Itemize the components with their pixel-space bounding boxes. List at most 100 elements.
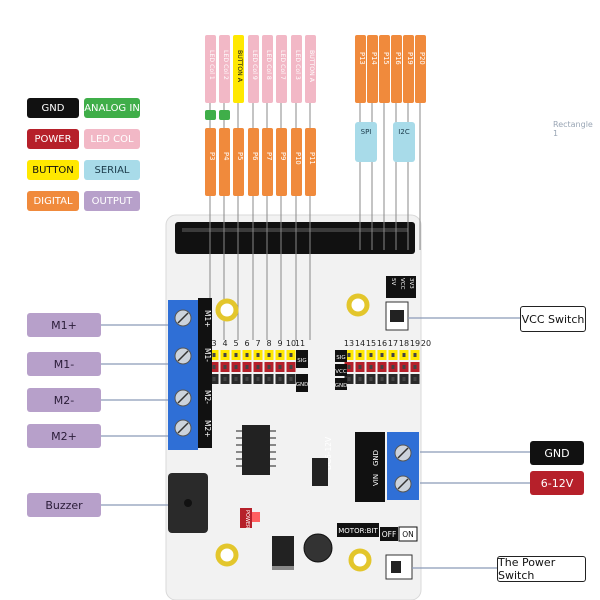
buzzer-hole: [184, 499, 192, 507]
power-led-text: POWER: [244, 510, 250, 529]
func-tag: [291, 35, 302, 103]
pin-tag-text: P13: [358, 52, 366, 65]
legend-item: ANALOG IN: [84, 98, 140, 118]
legend-item: OUTPUT: [84, 191, 140, 211]
header-number: 5: [233, 339, 238, 348]
header-pin-hole: [267, 353, 271, 357]
header-pin-hole: [234, 353, 238, 357]
side-label-text: M1-: [53, 357, 75, 371]
small-chip: [272, 536, 294, 566]
serial-tag-i2c-text: I2C: [398, 128, 410, 136]
header-pin-hole: [402, 377, 406, 381]
side-label-text: M2-: [53, 393, 75, 407]
pin-tag: [291, 128, 302, 196]
motor-label: M2+: [203, 420, 212, 438]
dc-vin-label: VIN: [372, 474, 380, 486]
vcc-option: 3V3: [408, 278, 414, 289]
header-pin-hole: [278, 377, 282, 381]
legend-item: LED COL: [84, 129, 140, 149]
header-pin-hole: [289, 365, 293, 369]
header-pin-hole: [267, 365, 271, 369]
func-tag: [305, 35, 316, 103]
func-tag: [205, 35, 216, 103]
terminal-screw-slot: [397, 478, 409, 490]
header-pin-hole: [347, 365, 351, 369]
pin-tag: [276, 128, 287, 196]
motor-label: M1-: [203, 348, 212, 362]
header-number: 7: [255, 339, 260, 348]
header-number: 17: [388, 339, 398, 348]
header-pin-hole: [413, 377, 417, 381]
header-pin-hole: [347, 377, 351, 381]
side-label-text: 6-12V: [540, 476, 574, 490]
pin-tag-text: P19: [406, 52, 414, 65]
serial-tag-i2c: [393, 122, 415, 162]
pin-tag: [403, 35, 414, 103]
row-label-box: [296, 374, 308, 392]
power-switch-knob: [391, 561, 401, 573]
header-pin-hole: [358, 365, 362, 369]
ic-pin: [236, 430, 242, 432]
legend-item: DIGITAL: [27, 191, 79, 211]
header-number: 20: [421, 339, 431, 348]
side-label: M2-: [27, 388, 101, 412]
power-led-tag: [240, 508, 252, 528]
func-tag: [248, 35, 259, 103]
ic-pin: [270, 437, 276, 439]
pin-tag: [262, 128, 273, 196]
edge-connector: [175, 222, 415, 254]
header-pin-hole: [289, 377, 293, 381]
legend-item: GND: [27, 98, 79, 118]
legend-label: POWER: [34, 133, 72, 145]
side-label-text: The Power Switch: [498, 556, 556, 582]
header-pin-hole: [245, 353, 249, 357]
header-number: 15: [366, 339, 376, 348]
pin-tag-text: P14: [370, 52, 378, 65]
header-pin-hole: [223, 365, 227, 369]
func-tag: [276, 35, 287, 103]
pin-tag-text: P7: [265, 152, 273, 160]
header-pin-hole: [369, 353, 373, 357]
dc-gnd-label: GND: [372, 450, 380, 466]
motorbit-logo-box: [337, 523, 379, 537]
edge-connector-highlight: [182, 228, 408, 232]
off-label: OFF: [382, 530, 397, 539]
side-label: VCC Switch: [520, 306, 586, 332]
regulator-chip: [312, 458, 328, 486]
header-pin-hole: [212, 365, 216, 369]
pin-tag-text: P11: [308, 152, 316, 165]
header-pin-hole: [278, 353, 282, 357]
mount-hole: [346, 293, 370, 317]
pin-tag: [205, 128, 216, 196]
func-tag-text: LED Col 9: [251, 50, 258, 80]
func-tag: [219, 35, 230, 103]
legend-item: BUTTON: [27, 160, 79, 180]
header-number: 6: [244, 339, 249, 348]
header-pin-hole: [402, 353, 406, 357]
header-pin-hole: [256, 377, 260, 381]
side-label: GND: [530, 441, 584, 465]
func-tag-text: LED Col 2: [222, 50, 229, 80]
row-label: SIG: [336, 355, 345, 361]
vcc-switch-labels: [386, 276, 416, 298]
pin-tag: [219, 128, 230, 196]
dc-label-block: [355, 432, 385, 502]
ic-pin: [236, 458, 242, 460]
terminal-screw-slot: [177, 422, 189, 434]
motor-label: M1+: [203, 310, 212, 328]
small-chip-tab: [272, 566, 294, 570]
header-pin-hole: [380, 353, 384, 357]
legend-label: LED COL: [90, 133, 134, 145]
header-pin-hole: [212, 353, 216, 357]
legend-item: SERIAL: [84, 160, 140, 180]
header-pin-hole: [234, 377, 238, 381]
header-number: 11: [295, 339, 305, 348]
dc-label: DC6-12V: [324, 436, 333, 470]
row-label: GND: [296, 382, 309, 388]
func-tag-text: LED Col 3: [294, 50, 301, 80]
header-number: 9: [277, 339, 282, 348]
ic-pin: [270, 444, 276, 446]
header-pin-hole: [267, 377, 271, 381]
